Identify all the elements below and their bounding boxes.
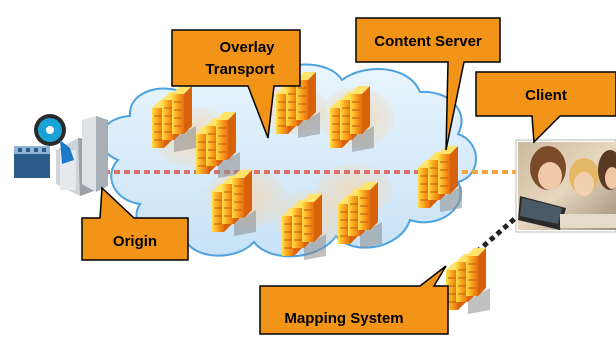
mapping-system-label: Mapping System [284, 310, 403, 327]
overlay-label-line2: Transport [205, 61, 274, 78]
callout-origin: Origin [81, 186, 189, 261]
callout-mapping-system: Mapping System [259, 265, 449, 335]
overlay-label-line1: Overlay [219, 39, 275, 56]
origin-server-icon [14, 114, 108, 196]
mapping-system-server-icon [446, 248, 490, 314]
origin-label: Origin [113, 233, 157, 250]
client-photo [515, 139, 616, 233]
callout-client: Client [475, 71, 616, 144]
content-server-label: Content Server [374, 33, 482, 50]
client-label: Client [525, 87, 567, 104]
callout-content-server: Content Server [355, 17, 501, 151]
callout-overlay-transport: Overlay Transport [171, 29, 301, 139]
